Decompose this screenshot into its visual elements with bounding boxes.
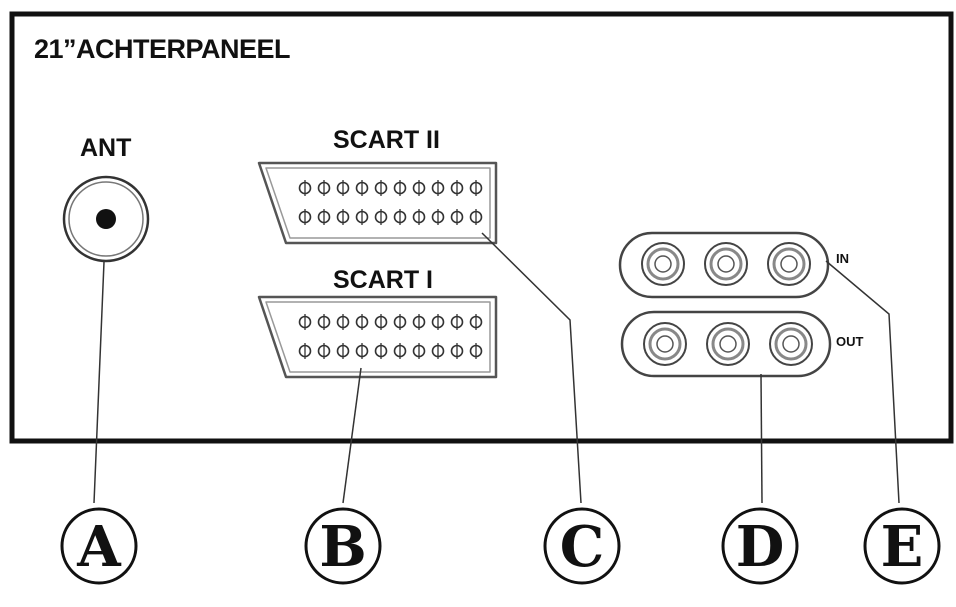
ant-label: ANT (80, 134, 132, 162)
out-label: OUT (836, 334, 864, 349)
panel-title: 21”ACHTERPANEEL (34, 34, 291, 64)
audio-video-out-jacks (620, 310, 832, 378)
in-jack (641, 242, 685, 286)
leader-line-d (760, 373, 763, 504)
scart-ii-label: SCART II (333, 126, 440, 154)
scart-ii-connector (257, 161, 498, 245)
scart-i-connector (257, 295, 498, 379)
callout-circle-e (863, 507, 941, 585)
in-jack (767, 242, 811, 286)
out-jack (643, 322, 687, 366)
out-jack (706, 322, 750, 366)
callout-circle-d (721, 507, 799, 585)
callout-circle-b (304, 507, 382, 585)
leader-line-e (825, 260, 900, 504)
callout-c: C (559, 514, 605, 580)
in-jack (704, 242, 748, 286)
leader-line-b (342, 367, 362, 504)
ant-connector (62, 175, 150, 263)
callout-circle-a (60, 507, 138, 585)
callout-d: D (735, 514, 785, 580)
leader-line-a (93, 261, 105, 504)
callout-a: A (77, 514, 121, 580)
callout-e: E (880, 514, 924, 580)
back-panel (9, 11, 954, 444)
audio-video-in-jacks (618, 231, 830, 299)
in-label: IN (836, 251, 849, 266)
scart-i-label: SCART I (333, 266, 433, 294)
out-jack (769, 322, 813, 366)
callout-b: B (319, 514, 367, 580)
leader-line-c (481, 232, 582, 504)
callout-circle-c (543, 507, 621, 585)
